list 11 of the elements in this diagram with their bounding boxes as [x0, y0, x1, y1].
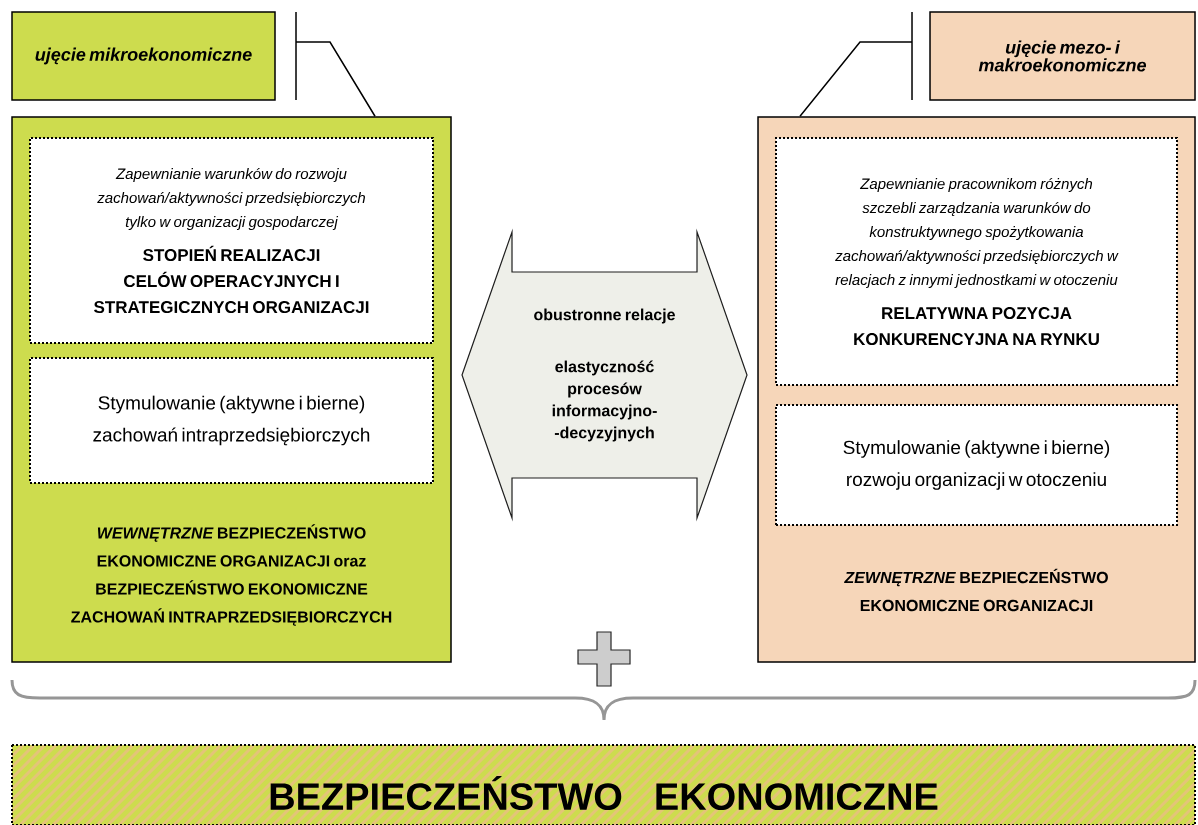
text-box: Zapewnianie warunków do rozwoju zachowań/aktywności przedsiębiorczych tylko w organizacji gospodarczej STOPIEŃ REALIZACJI CELÓW OPERACYJNYCH I STRATEGICZNYCH ORGANIZACJI — [29, 137, 434, 344]
category-box: ujęcie mezo- i makroekonomiczne — [929, 11, 1196, 101]
panel-caption: ZEWNĘTRZNE BEZPIECZEŃSTWO EKONOMICZNE ORGANIZACJI — [844, 568, 1108, 612]
text-box: Stymulowanie (aktywne i bierne) rozwoju organizacji w otoczeniu — [775, 404, 1178, 526]
text-box: Stymulowanie (aktywne i bierne) zachowań intraprzedsiębiorczych — [29, 357, 434, 484]
connector — [799, 11, 913, 117]
category-box: ujęcie mikroekonomiczne — [11, 11, 276, 101]
text-box: Zapewnianie pracownikom różnych szczebli zarządzania warunków do konstruktywnego spożytkowania zachowań/aktywności przedsiębiorczych w relacjach z innymi jednostkami w otoczeniu RELATYWNA POZYCJA KONKURENCYJNA NA RYNKU — [775, 137, 1178, 386]
result-band: BEZPIECZEŃSTWO EKONOMICZNE — [11, 744, 1196, 825]
panel-caption: WEWNĘTRZNE BEZPIECZEŃSTWO EKONOMICZNE ORGANIZACJI oraz BEZPIECZEŃSTWO EKONOMICZNE ZACHOWAŃ INTRAPRZEDSIĘBIORCZYCH — [71, 524, 392, 626]
connector — [295, 11, 376, 117]
